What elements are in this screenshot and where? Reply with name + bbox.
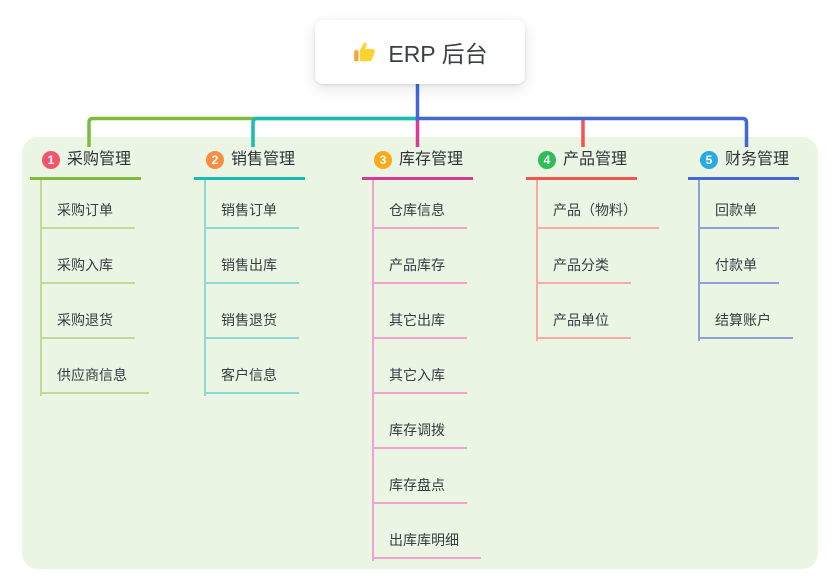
mindmap-item[interactable]: 产品（物料） xyxy=(536,200,659,229)
mindmap-item[interactable]: 销售出库 xyxy=(204,255,299,284)
mindmap-item[interactable]: 库存调拨 xyxy=(372,420,467,449)
branch-spine-line xyxy=(40,180,42,396)
branch-children: 回款单付款单结算账户 xyxy=(688,200,799,339)
branch-heading[interactable]: 4 产品管理 xyxy=(526,150,638,180)
branch-label: 采购管理 xyxy=(67,151,132,168)
branch-number-badge: 2 xyxy=(206,151,224,169)
mindmap-item[interactable]: 其它入库 xyxy=(372,365,467,394)
mindmap-panel xyxy=(22,137,818,569)
branch-column-5: 5 财务管理 回款单付款单结算账户 xyxy=(688,150,800,341)
branch-spine-line xyxy=(698,180,700,341)
branch-label: 销售管理 xyxy=(231,151,296,168)
branch-spine-line xyxy=(372,180,374,561)
mindmap-item[interactable]: 仓库信息 xyxy=(372,200,467,229)
mindmap-item[interactable]: 供应商信息 xyxy=(40,365,149,394)
thumbs-up-icon xyxy=(352,39,378,65)
root-node[interactable]: ERP 后台 xyxy=(315,20,525,84)
branch-column-1: 1 采购管理 采购订单采购入库采购退货供应商信息 xyxy=(30,150,149,396)
branch-number-badge: 3 xyxy=(374,151,392,169)
mindmap-item[interactable]: 销售订单 xyxy=(204,200,299,229)
branch-number-badge: 5 xyxy=(700,151,718,169)
mindmap-item[interactable]: 付款单 xyxy=(698,255,779,284)
branch-label: 产品管理 xyxy=(563,151,628,168)
mindmap-item[interactable]: 采购订单 xyxy=(40,200,135,229)
branch-heading[interactable]: 2 销售管理 xyxy=(194,150,306,180)
branch-column-4: 4 产品管理 产品（物料） 产品分类产品单位 xyxy=(526,150,659,341)
mindmap-item[interactable]: 其它出库 xyxy=(372,310,467,339)
branch-spine-line xyxy=(536,180,538,341)
branch-label: 财务管理 xyxy=(725,151,790,168)
branch-column-2: 2 销售管理 销售订单销售出库销售退货客户信息 xyxy=(194,150,306,396)
branch-label: 库存管理 xyxy=(399,151,464,168)
mindmap-item[interactable]: 库存盘点 xyxy=(372,475,467,504)
branch-heading[interactable]: 3 库存管理 xyxy=(362,150,474,180)
branch-children: 采购订单采购入库采购退货供应商信息 xyxy=(30,200,149,394)
branch-children: 销售订单销售出库销售退货客户信息 xyxy=(194,200,305,394)
branch-column-3: 3 库存管理 仓库信息产品库存其它出库其它入库库存调拨库存盘点出库库明细 xyxy=(362,150,481,561)
mindmap-item[interactable]: 客户信息 xyxy=(204,365,299,394)
mindmap-item[interactable]: 采购退货 xyxy=(40,310,135,339)
branch-children: 仓库信息产品库存其它出库其它入库库存调拨库存盘点出库库明细 xyxy=(362,200,481,559)
branch-heading[interactable]: 5 财务管理 xyxy=(688,150,800,180)
mindmap-item[interactable]: 回款单 xyxy=(698,200,779,229)
mindmap-item[interactable]: 采购入库 xyxy=(40,255,135,284)
branch-number-badge: 1 xyxy=(42,151,60,169)
branch-spine-line xyxy=(204,180,206,396)
branch-children: 产品（物料） 产品分类产品单位 xyxy=(526,200,659,339)
branch-heading[interactable]: 1 采购管理 xyxy=(30,150,142,180)
mindmap-item[interactable]: 产品单位 xyxy=(536,310,631,339)
mindmap-item[interactable]: 产品分类 xyxy=(536,255,631,284)
mindmap-item[interactable]: 结算账户 xyxy=(698,310,793,339)
branch-number-badge: 4 xyxy=(538,151,556,169)
root-title: ERP 后台 xyxy=(388,41,488,67)
mindmap-item[interactable]: 销售退货 xyxy=(204,310,299,339)
mindmap-item[interactable]: 出库库明细 xyxy=(372,530,481,559)
mindmap-item[interactable]: 产品库存 xyxy=(372,255,467,284)
